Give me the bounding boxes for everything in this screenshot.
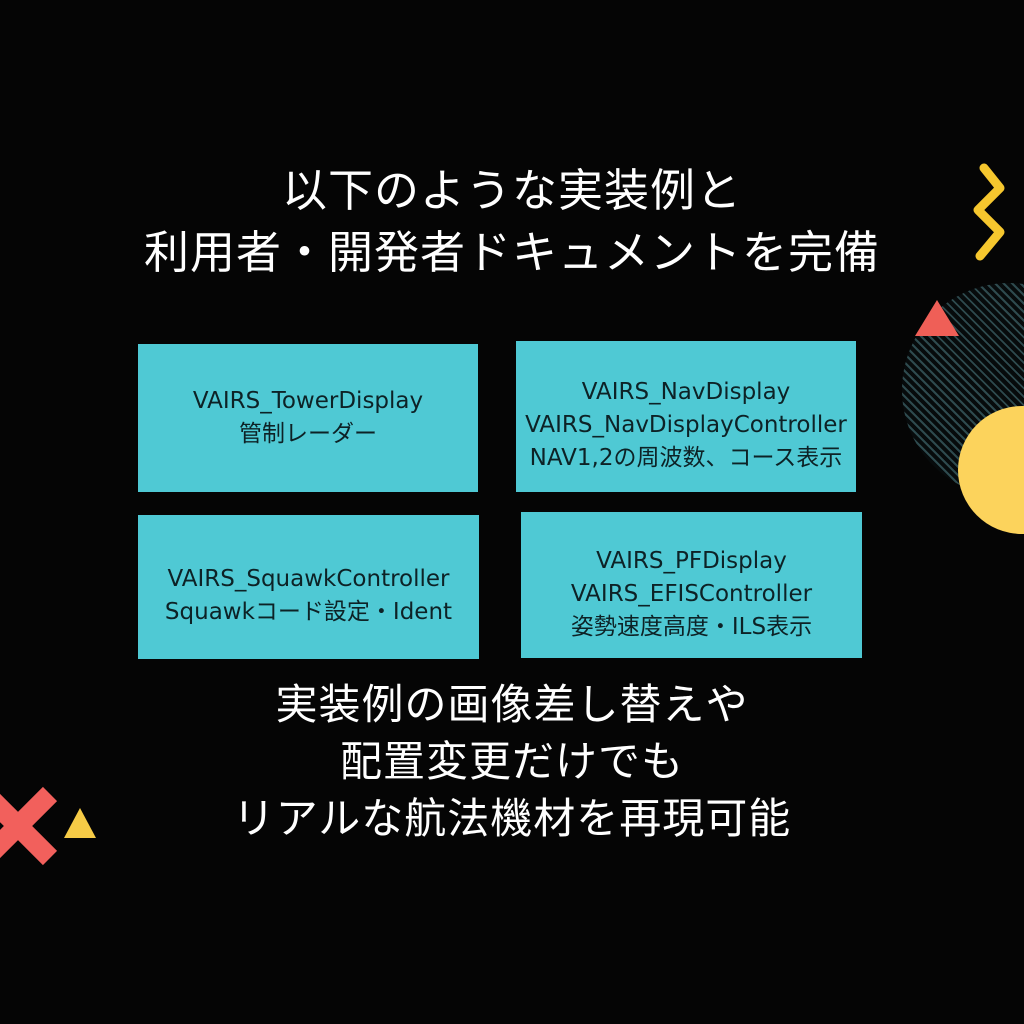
card-pfd-display: VAIRS_PFDisplay VAIRS_EFISController 姿勢速… (521, 512, 862, 658)
card-line: NAV1,2の周波数、コース表示 (529, 445, 843, 471)
slide-footer-text: 実装例の画像差し替えや 配置変更だけでも リアルな航法機材を再現可能 (0, 676, 1024, 847)
headline-line-2: 利用者・開発者ドキュメントを完備 (143, 226, 880, 279)
footer-line-3: リアルな航法機材を再現可能 (232, 794, 792, 843)
slide-headline: 以下のような実装例と 利用者・開発者ドキュメントを完備 (0, 160, 1024, 284)
card-squawk-controller-text: VAIRS_SquawkController Squawkコード設定・Ident (138, 563, 479, 629)
card-line: VAIRS_EFISController (570, 580, 813, 607)
headline-line-1: 以下のような実装例と (281, 164, 742, 217)
card-pfd-display-text: VAIRS_PFDisplay VAIRS_EFISController 姿勢速… (521, 545, 862, 644)
card-line: 姿勢速度高度・ILS表示 (570, 613, 813, 640)
card-line: VAIRS_NavDisplay (581, 379, 791, 405)
footer-line-2: 配置変更だけでも (339, 737, 684, 786)
card-line: Squawkコード設定・Ident (164, 599, 453, 625)
red-triangle-icon (915, 300, 959, 336)
footer-line-1: 実装例の画像差し替えや (275, 680, 749, 729)
yellow-triangle-icon (64, 808, 96, 838)
card-line: VAIRS_NavDisplayController (525, 412, 847, 438)
card-line: 管制レーダー (239, 421, 377, 447)
red-x-icon (0, 786, 58, 866)
card-line: VAIRS_PFDisplay (596, 547, 787, 574)
card-line: VAIRS_SquawkController (167, 566, 450, 592)
card-tower-display-text: VAIRS_TowerDisplay 管制レーダー (138, 385, 478, 451)
yellow-squiggle-icon (973, 163, 1005, 261)
card-nav-display: VAIRS_NavDisplay VAIRS_NavDisplayControl… (516, 341, 856, 492)
card-nav-display-text: VAIRS_NavDisplay VAIRS_NavDisplayControl… (516, 376, 856, 475)
card-squawk-controller: VAIRS_SquawkController Squawkコード設定・Ident (138, 515, 479, 659)
card-line: VAIRS_TowerDisplay (192, 388, 424, 414)
card-tower-display: VAIRS_TowerDisplay 管制レーダー (138, 344, 478, 492)
